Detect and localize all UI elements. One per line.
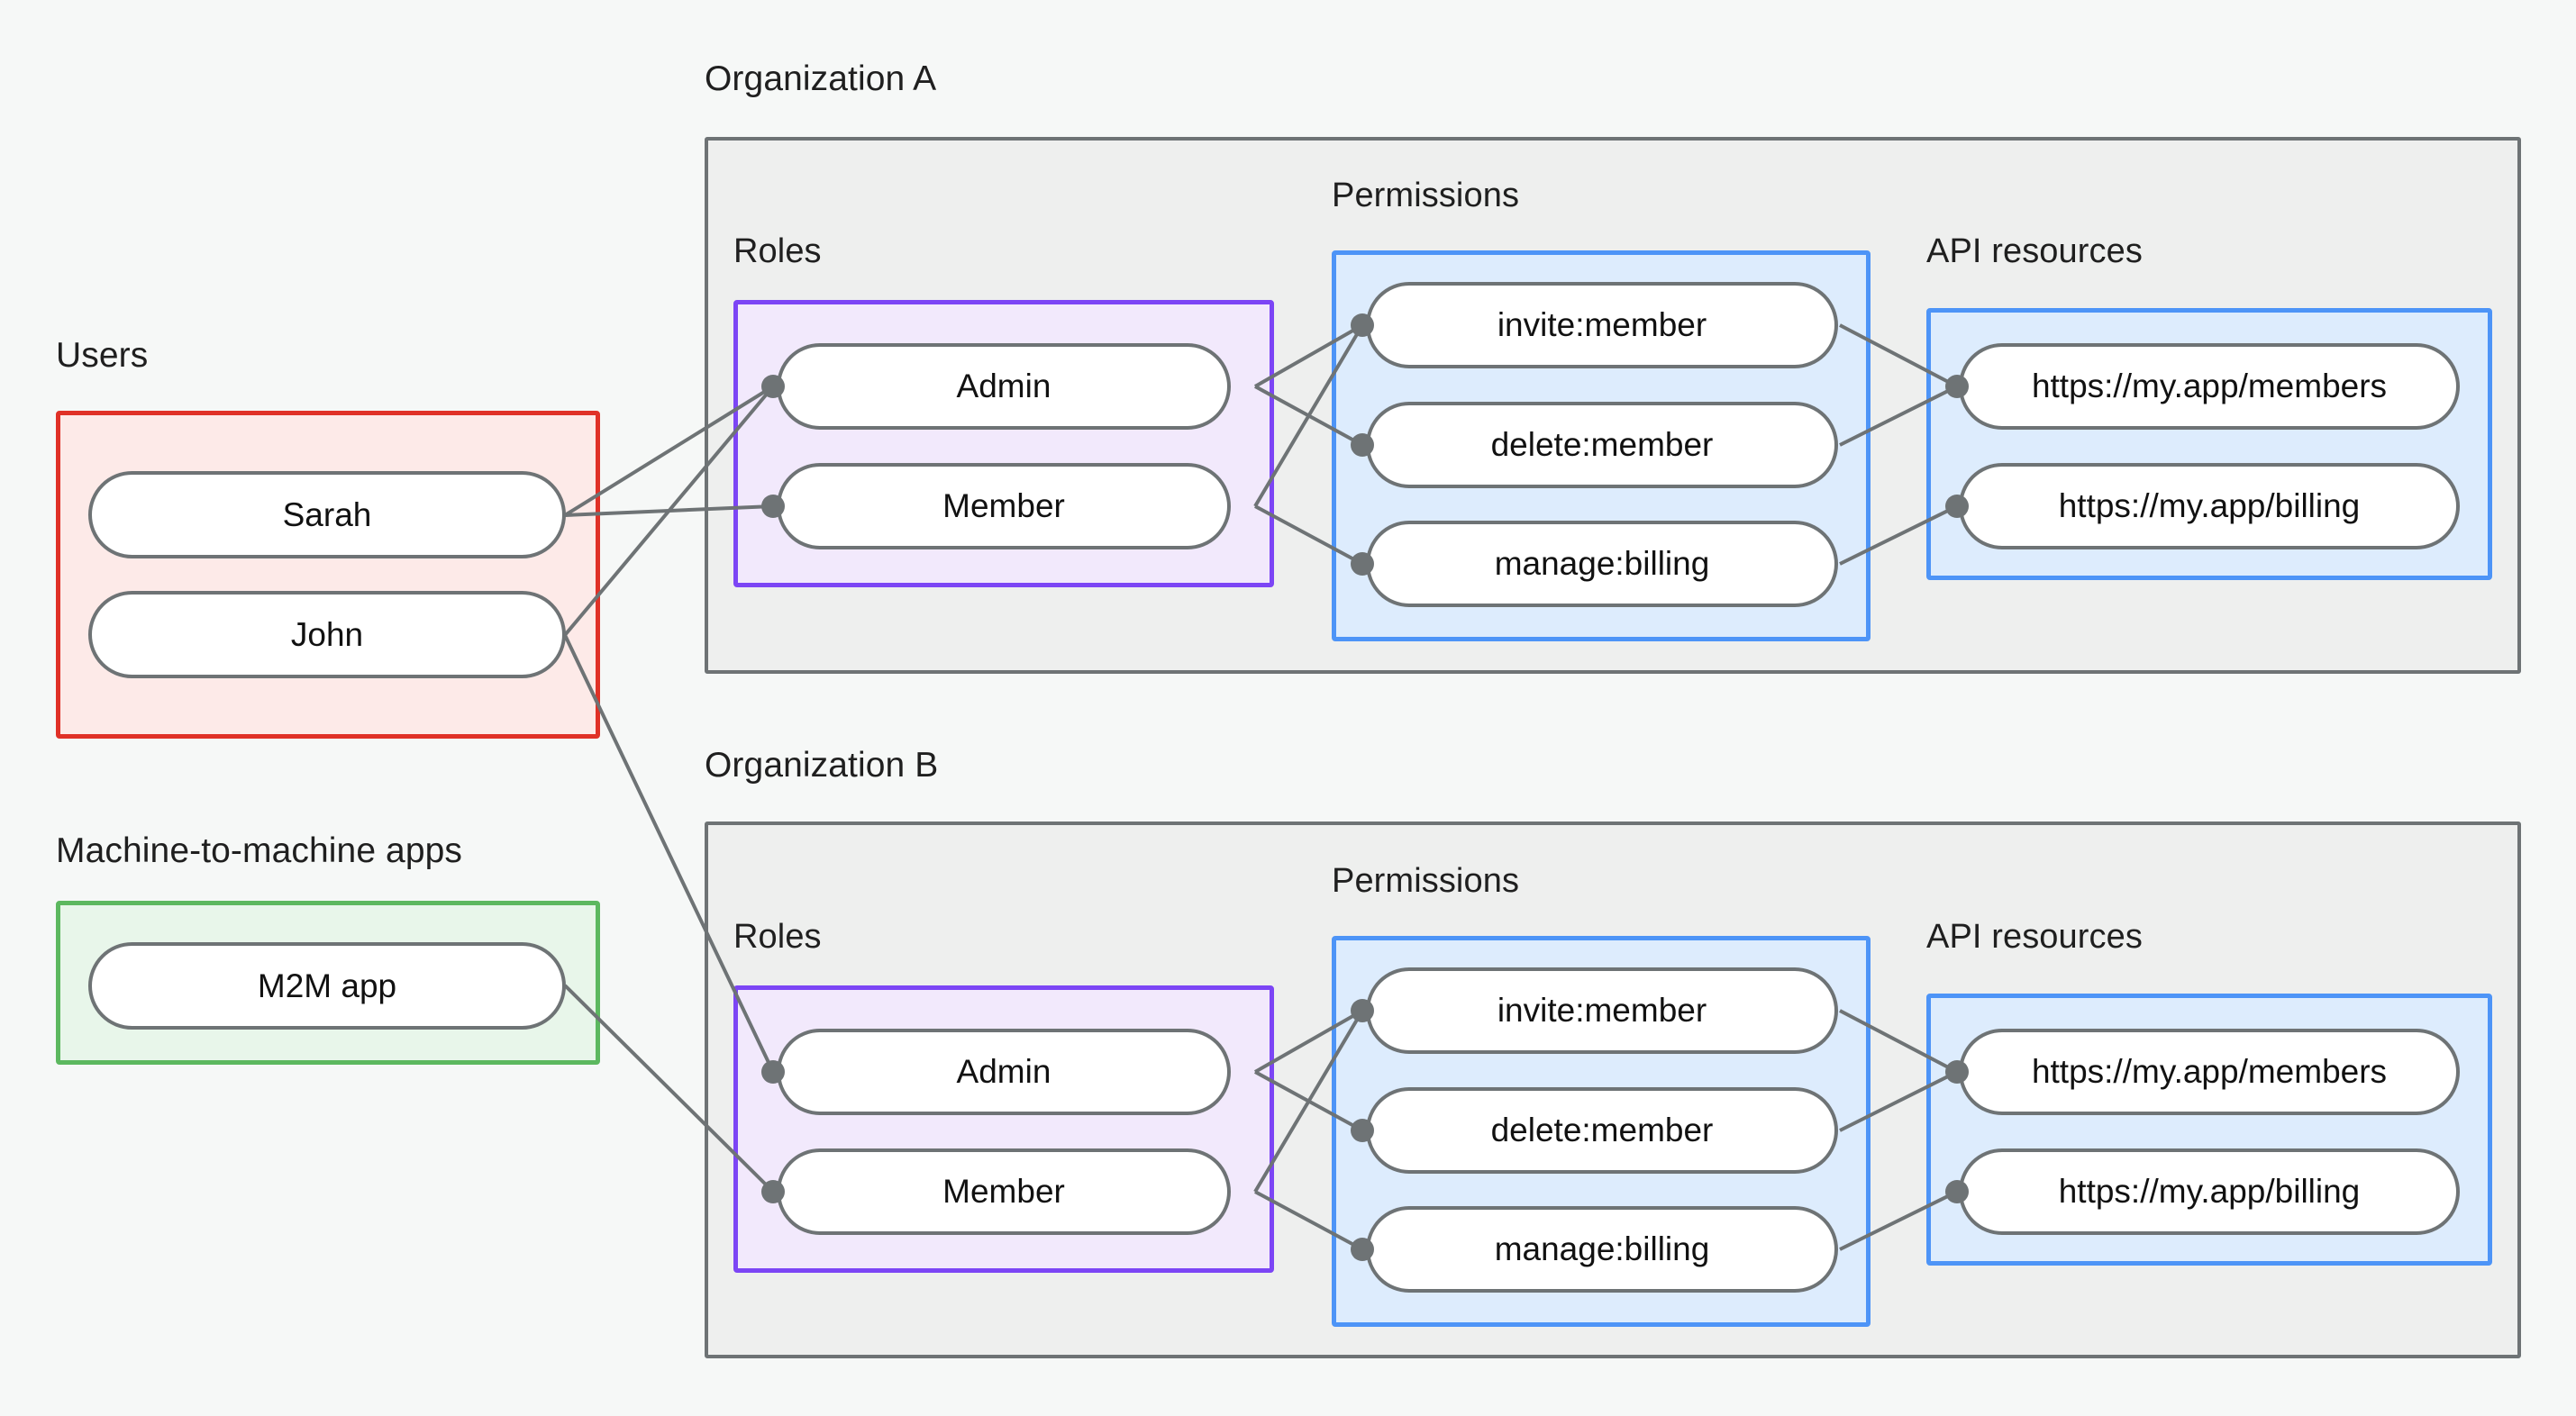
- org-a-roles-label: Roles: [733, 232, 822, 270]
- m2m-group-label: Machine-to-machine apps: [56, 831, 463, 870]
- org-a-role-pill-admin[interactable]: Admin: [777, 343, 1231, 430]
- org-b-permissions-label: Permissions: [1332, 862, 1520, 900]
- org-b-roles-label: Roles: [733, 918, 822, 956]
- org-a-api-resources-label: API resources: [1926, 232, 2143, 270]
- org-b-permission-pill-delete-member[interactable]: delete:member: [1366, 1087, 1838, 1174]
- org-b-label: Organization B: [705, 746, 939, 785]
- org-b-permission-pill-manage-billing[interactable]: manage:billing: [1366, 1206, 1838, 1293]
- user-pill-john[interactable]: John: [88, 591, 566, 678]
- org-b-api-pill-billing[interactable]: https://my.app/billing: [1959, 1148, 2460, 1235]
- org-a-api-pill-billing[interactable]: https://my.app/billing: [1959, 463, 2460, 549]
- org-b-permission-pill-invite-member[interactable]: invite:member: [1366, 967, 1838, 1054]
- org-b-role-pill-member[interactable]: Member: [777, 1148, 1231, 1235]
- org-b-role-pill-admin[interactable]: Admin: [777, 1029, 1231, 1115]
- org-b-api-resources-label: API resources: [1926, 918, 2143, 956]
- org-b-api-pill-members[interactable]: https://my.app/members: [1959, 1029, 2460, 1115]
- users-box: [56, 411, 600, 739]
- users-group-label: Users: [56, 336, 149, 375]
- org-a-role-pill-member[interactable]: Member: [777, 463, 1231, 549]
- org-a-permission-pill-delete-member[interactable]: delete:member: [1366, 402, 1838, 488]
- org-a-api-pill-members[interactable]: https://my.app/members: [1959, 343, 2460, 430]
- org-a-permission-pill-manage-billing[interactable]: manage:billing: [1366, 521, 1838, 607]
- org-a-label: Organization A: [705, 59, 937, 98]
- user-pill-sarah[interactable]: Sarah: [88, 471, 566, 558]
- org-a-permission-pill-invite-member[interactable]: invite:member: [1366, 282, 1838, 368]
- org-a-permissions-label: Permissions: [1332, 177, 1520, 214]
- m2m-pill-app[interactable]: M2M app: [88, 942, 566, 1030]
